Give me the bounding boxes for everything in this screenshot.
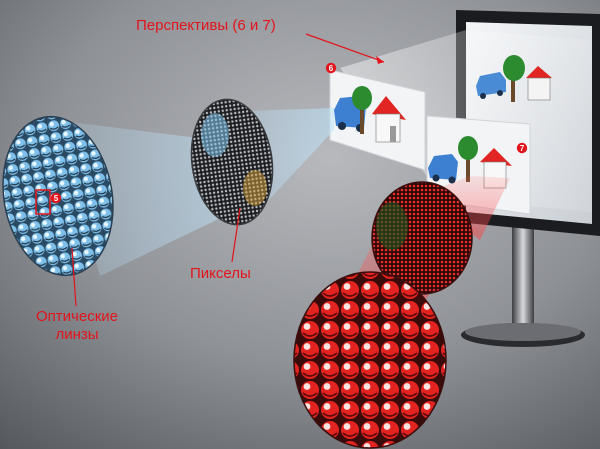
badge-6: 6: [325, 62, 337, 74]
pixel-disc-red: [371, 181, 473, 295]
pixels-label: Пикселы: [190, 265, 251, 282]
optical-lenses-label-line1: Оптические: [36, 308, 118, 325]
pixels-leader: [231, 207, 241, 263]
optical-lenses-label-line2: линзы: [55, 326, 99, 343]
badge-5-text: 5: [54, 194, 59, 203]
monitor-scene: [476, 55, 552, 102]
monitor-stand-neck: [512, 220, 534, 332]
badge-5: 5: [50, 192, 62, 204]
lens-marker-box: [35, 189, 51, 215]
callout-lines: [71, 33, 385, 307]
pixel-disc: [190, 98, 274, 226]
lenses-leader: [71, 247, 77, 307]
badge-7-text: 7: [520, 144, 525, 153]
optical-lens-disc-red: [293, 271, 447, 449]
badge-6-text: 6: [329, 64, 334, 73]
optical-lenses-label: Оптические линзы: [36, 308, 118, 344]
badge-7: 7: [516, 142, 528, 154]
perspectives-label: Перспективы (6 и 7): [136, 17, 276, 34]
perspectives-leader: [305, 33, 385, 63]
